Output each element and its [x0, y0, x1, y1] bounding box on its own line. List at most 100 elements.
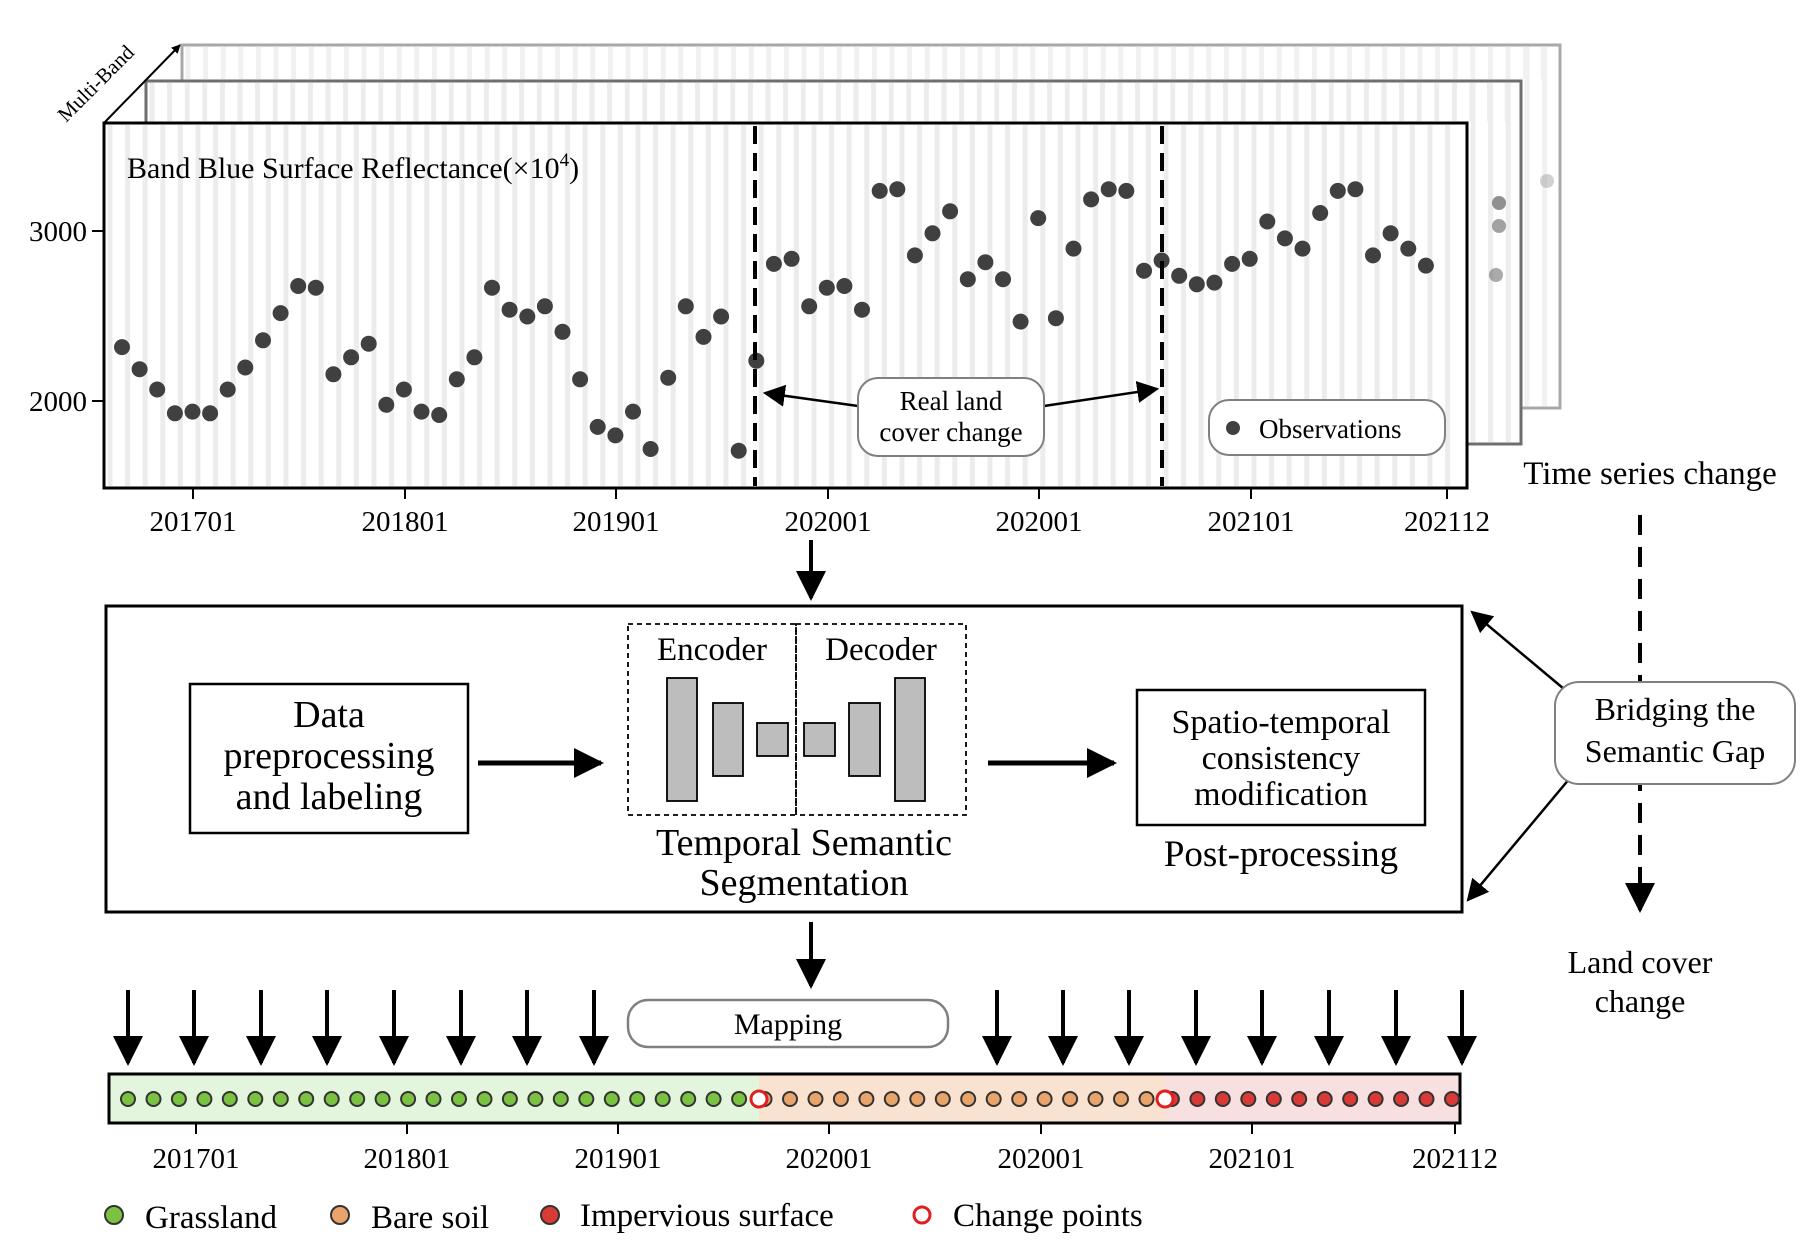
mapping-down-arrows: [113, 990, 1477, 1066]
observation-point: [642, 441, 659, 457]
observation-point: [818, 279, 835, 296]
map-tick-label: 201801: [364, 1143, 451, 1175]
observation-point: [854, 301, 870, 318]
observation-point: [713, 308, 730, 325]
observation-point: [1047, 310, 1064, 327]
encoder-layer-3: [756, 722, 789, 757]
observation-point: [237, 359, 254, 376]
faded-point: [1540, 174, 1554, 188]
observation-point: [149, 381, 166, 398]
multiband-axis-arrow: [103, 44, 181, 124]
mapping-dot: [170, 1091, 187, 1107]
map-tick-label: 201901: [575, 1143, 662, 1175]
legend-impervious-label: Impervious surface: [580, 1198, 834, 1234]
observation-point: [695, 328, 712, 345]
change-point-2: [1155, 1089, 1175, 1109]
observation-point: [484, 279, 500, 296]
observation-point: [307, 279, 324, 296]
observation-point: [607, 427, 624, 444]
observation-point: [1153, 252, 1170, 269]
mapping-dot: [1036, 1091, 1053, 1107]
encoder-label: Encoder: [657, 632, 767, 668]
observation-point: [184, 403, 201, 420]
bridging-line-1: Bridging the: [1595, 691, 1756, 727]
observation-point: [219, 381, 236, 398]
preprocess-line-3: and labeling: [236, 776, 423, 818]
y-tick-label-2000: 2000: [29, 386, 87, 418]
legend-observation-dot: [1226, 421, 1240, 435]
mapping-dot: [985, 1091, 1002, 1107]
change-callout: Real land cover change: [762, 377, 1160, 457]
observation-point: [343, 349, 360, 366]
legend-impervious-dot: [540, 1205, 560, 1225]
mapping-dot: [807, 1091, 824, 1107]
observation-point: [871, 182, 888, 199]
mapping-dot: [476, 1091, 493, 1107]
x-tick-label: 202112: [1404, 506, 1490, 538]
legend-change-points-label: Change points: [953, 1198, 1143, 1234]
observation-point: [272, 305, 289, 322]
observation-point: [660, 369, 677, 386]
observation-point: [801, 298, 818, 315]
chart-title: Band Blue Surface Reflectance(×104): [127, 150, 579, 185]
mapping-dot: [120, 1091, 136, 1107]
observation-point: [1241, 250, 1258, 267]
mapping-dot: [578, 1091, 595, 1107]
decoder-box: [795, 623, 967, 816]
x-tick-label: 201801: [362, 506, 449, 538]
observation-point: [924, 225, 941, 242]
observation-point: [942, 203, 959, 220]
x-tick-label: 202101: [1208, 506, 1295, 538]
observation-points: [114, 181, 1434, 459]
mapping-dot: [349, 1091, 366, 1107]
process-panel: Data preprocessing and labeling Encoder …: [104, 604, 1464, 914]
mapping-dot: [909, 1091, 926, 1107]
observation-point: [995, 271, 1011, 288]
time-series-panel: Band Blue Surface Reflectance(×104) 3000…: [29, 121, 1490, 538]
mapping-dot: [1342, 1091, 1359, 1107]
segment-impervious: [1165, 1074, 1460, 1123]
faded-point: [1492, 196, 1506, 210]
mapping-dot: [196, 1091, 213, 1107]
callout-box: [857, 377, 1045, 457]
observation-point: [1382, 225, 1399, 242]
observation-point: [1083, 191, 1100, 208]
mapping-x-axis: 201701 201801 201901 202001 202001 20210…: [153, 1123, 1498, 1175]
postprocess-caption: Post-processing: [1164, 834, 1398, 875]
mapping-box: [626, 998, 950, 1049]
observation-point: [1347, 181, 1364, 198]
preprocess-line-2: preprocessing: [223, 735, 434, 777]
observation-point: [501, 301, 518, 318]
bridge-arrow-down: [1466, 777, 1571, 902]
observation-point: [959, 271, 976, 288]
observation-point: [519, 308, 536, 325]
observation-point: [836, 278, 853, 294]
mapping-dot: [451, 1091, 467, 1107]
mapping-dot: [323, 1091, 340, 1107]
mapping-dot: [883, 1091, 900, 1107]
x-tick-label: 201701: [150, 506, 237, 538]
observation-point: [1136, 262, 1152, 279]
chart-title-superscript: 4: [560, 150, 570, 171]
mapping-dot: [298, 1091, 315, 1107]
mapping-section: Mapping 201701 201801 201901 202001 2020…: [107, 990, 1498, 1175]
encoder-layer-2: [712, 702, 744, 777]
callout-line-2: cover change: [879, 417, 1022, 447]
multiband-label: Multi-Band: [53, 40, 140, 127]
callout-line-1: Real land: [900, 386, 1003, 416]
observation-point: [977, 254, 994, 271]
mapping-dot: [400, 1091, 417, 1107]
observation-point: [1206, 274, 1223, 291]
observation-point: [131, 361, 148, 378]
postprocess-line-3: modification: [1194, 776, 1368, 813]
mapping-dot: [1189, 1091, 1206, 1107]
mapping-dot: [654, 1091, 671, 1107]
mapping-dot: [1011, 1091, 1028, 1107]
mapping-dot: [1113, 1091, 1129, 1107]
map-tick-label: 202101: [1209, 1143, 1296, 1175]
mapping-dot: [374, 1091, 391, 1107]
observation-point: [395, 381, 412, 398]
mapping-dot: [832, 1091, 849, 1107]
observation-point: [360, 335, 377, 352]
encoder-layer-1: [666, 677, 698, 802]
